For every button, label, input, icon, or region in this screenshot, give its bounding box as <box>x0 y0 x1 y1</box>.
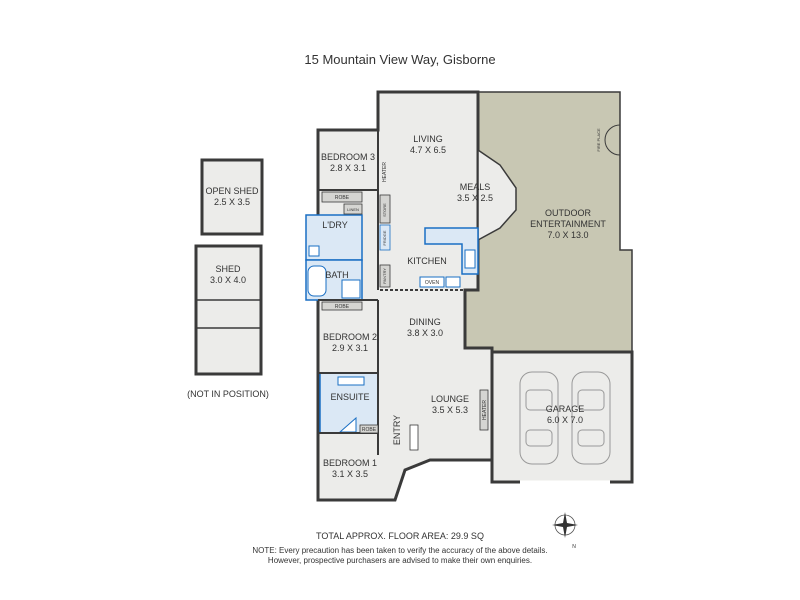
compass-north-label: N <box>572 544 576 550</box>
fireplace-label: FIRE PLACE <box>596 128 601 152</box>
garage-floor <box>490 350 634 484</box>
garage-label: GARAGE <box>546 404 585 414</box>
living-dims: 4.7 X 6.5 <box>410 145 446 155</box>
not-in-position-note: (NOT IN POSITION) <box>187 389 269 399</box>
outdoor-dims: 7.0 X 13.0 <box>547 230 588 240</box>
bedroom2-label: BEDROOM 2 <box>323 332 377 342</box>
living-label: LIVING <box>413 134 443 144</box>
lounge-label: LOUNGE <box>431 394 469 404</box>
robe-label: ROBE <box>362 427 377 433</box>
laundry-label: L'DRY <box>322 220 348 230</box>
pantry-label: PANTRY <box>382 268 387 284</box>
toilet-icon <box>308 245 320 257</box>
oven-label: OVEN <box>425 280 440 286</box>
note-line-2: However, prospective purchasers are advi… <box>267 556 533 565</box>
cooktop-icon <box>445 276 461 288</box>
bathtub-icon <box>307 265 327 297</box>
fridge-label: FRIDGE <box>382 230 387 245</box>
meals-dims: 3.5 X 2.5 <box>457 193 493 203</box>
shed-label: SHED <box>215 264 241 274</box>
note-line-1: NOTE: Every precaution has been taken to… <box>252 546 548 555</box>
kitchen-label: KITCHEN <box>407 256 447 266</box>
kitchen-sink-icon <box>464 249 476 269</box>
open-shed <box>200 158 264 236</box>
car-icon <box>519 371 559 465</box>
total-floor-area: TOTAL APPROX. FLOOR AREA: 29.9 SQ <box>316 531 484 541</box>
outdoor-label: OUTDOOR <box>545 208 591 218</box>
heater-label: HEATER <box>382 162 388 182</box>
shed-dims: 3.0 X 4.0 <box>210 275 246 285</box>
bedroom2-dims: 2.9 X 3.1 <box>332 343 368 353</box>
ensuite-label: ENSUITE <box>330 392 369 402</box>
dining-dims: 3.8 X 3.0 <box>407 328 443 338</box>
shower-icon <box>341 279 361 299</box>
entry-label: ENTRY <box>392 415 402 445</box>
open-shed-label: OPEN SHED <box>205 186 259 196</box>
bath-label: BATH <box>325 270 348 280</box>
plan-title: 15 Mountain View Way, Gisborne <box>304 52 496 67</box>
bedroom1-dims: 3.1 X 3.5 <box>332 469 368 479</box>
fireplace-icon <box>604 124 621 156</box>
bedroom3-label: BEDROOM 3 <box>321 152 375 162</box>
car-icon <box>571 371 611 465</box>
shed <box>194 244 263 376</box>
meals-label: MEALS <box>460 182 491 192</box>
linen-label: LINEN <box>347 207 359 212</box>
robe-label: ROBE <box>335 195 350 201</box>
robe-label: ROBE <box>335 304 350 310</box>
basin-icon <box>337 376 365 386</box>
open-shed-dims: 2.5 X 3.5 <box>214 197 250 207</box>
bedroom1-label: BEDROOM 1 <box>323 458 377 468</box>
garage-dims: 6.0 X 7.0 <box>547 415 583 425</box>
heater-label: HEATER <box>482 400 488 420</box>
dining-label: DINING <box>409 317 441 327</box>
compass-icon <box>552 512 578 538</box>
store-label: STORE <box>382 203 387 217</box>
lounge-dims: 3.5 X 5.3 <box>432 405 468 415</box>
outdoor-label-2: ENTERTAINMENT <box>530 219 606 229</box>
bedroom3-dims: 2.8 X 3.1 <box>330 163 366 173</box>
